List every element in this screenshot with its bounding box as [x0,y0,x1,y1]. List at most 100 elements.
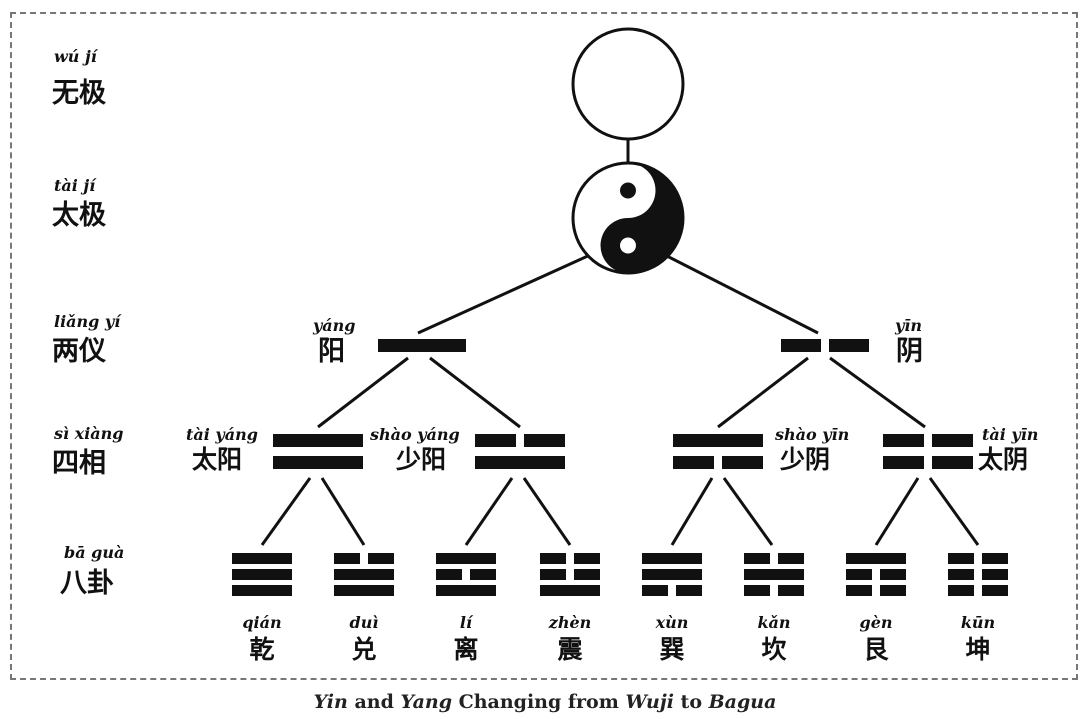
connector-shaoyin-xun [670,477,714,546]
connector-taiji-yang [417,253,591,335]
level-label-hanzi: 八卦 [60,568,114,599]
yang-line [642,569,702,580]
sixiang-labels: tài yáng 太阳 shào yáng 少阳 shào yīn 少阴 tài… [186,425,1038,474]
yin-line-segment [778,585,804,596]
trigram-pinyin: gèn [860,613,893,632]
yin-line-segment [475,434,516,447]
yang-line [273,456,363,469]
level-label-hanzi: 太极 [52,200,106,231]
yin-line-segment [368,553,394,564]
caption-yang: Yang [400,691,452,713]
shaoyang-pinyin: shào yáng [369,425,460,444]
shaoyang-hanzi: 少阳 [395,445,446,474]
shaoyin-hanzi: 少阴 [779,445,830,474]
bagua-labels: qián 乾 duì 兑 lí 离 zhèn 震 xùn 巽 kǎn 坎 gèn… [242,613,995,664]
level-labels: wú jí 无极 tài jí 太极 liǎng yí 两仪 sì xiàng … [52,47,124,599]
yin-line-segment [781,339,821,352]
yin-line-segment [673,456,714,469]
caption-to: to [673,691,709,713]
trigram-symbol [334,553,394,596]
yin-line-segment [948,585,974,596]
caption-wuji: Wuji [625,691,674,713]
yang-line [232,585,292,596]
trigram-symbol [846,553,906,596]
yin-line-segment [880,585,906,596]
taiyin-hanzi: 太阴 [978,445,1028,474]
connector-taiyin-gen [874,477,920,546]
trigram-symbol [232,553,292,596]
yang-line [846,553,906,564]
yin-line-segment [948,553,974,564]
sixiang-symbol [273,434,363,469]
taiyang-hanzi: 太阳 [192,445,242,474]
connector-taiyang-qian [260,477,312,546]
connector-lines [260,123,980,546]
yang-line [273,434,363,447]
sixiang-symbol [475,434,565,469]
diagram-frame [10,12,1078,680]
connector-yang-shaoyang [429,356,521,429]
level-label-pinyin: sì xiàng [53,424,123,443]
yin-line-segment [982,569,1008,580]
trigram-hanzi: 乾 [249,635,274,664]
shaoyin-pinyin: shào yīn [774,425,849,444]
connector-shaoyin-kan [722,477,774,546]
yin-line-segment [574,553,600,564]
trigram-pinyin: zhèn [548,613,592,632]
caption-and: and [347,691,401,713]
yang-line [642,553,702,564]
connector-taiyin-kun [928,477,980,546]
level-label-pinyin: tài jí [54,176,97,195]
yao-symbols [232,339,1008,596]
connector-shaoyang-li [464,477,514,546]
figure-caption: Yin and Yang Changing from Wuji to Bagua [0,691,1090,713]
trigram-pinyin: kǎn [757,613,790,632]
yang-line [744,569,804,580]
caption-yin: Yin [313,691,348,713]
yang-line [232,569,292,580]
yang-line [334,569,394,580]
yin-line-segment [948,569,974,580]
level-label-pinyin: liǎng yí [54,312,122,331]
yin-line-segment [883,434,924,447]
level-label-hanzi: 无极 [52,78,106,109]
yin-line-segment [883,456,924,469]
yin-line-segment [334,553,360,564]
yang-line [232,553,292,564]
trigram-hanzi: 坎 [761,635,786,664]
yin-line-segment [540,569,566,580]
yang-hanzi: 阳 [318,336,345,367]
yin-line-segment [932,434,973,447]
yin-line-segment [722,456,763,469]
level-label-pinyin: bā guà [64,543,124,562]
trigram-pinyin: qián [242,613,281,632]
taiyang-pinyin: tài yáng [186,425,258,444]
yin-line-segment [470,569,496,580]
taiji-yinyang-symbol [571,161,685,275]
liangyi-labels: yáng 阳 yīn 阴 [312,316,923,367]
liangyi-symbol [781,339,869,352]
yin-line-segment [982,553,1008,564]
connector-shaoyang-zhen [522,477,572,546]
level-label-pinyin: wú jí [54,47,99,66]
caption-changing: Changing from [451,691,626,713]
trigram-pinyin: lí [460,613,474,632]
connector-yang-taiyang [317,356,409,429]
yang-line [378,339,466,352]
trigram-hanzi: 震 [557,635,583,664]
trigram-symbol [948,553,1008,596]
level-label-hanzi: 四相 [52,448,106,479]
yang-line [673,434,763,447]
yin-line-segment [846,585,872,596]
yin-line-segment [846,569,872,580]
yang-line [436,585,496,596]
yin-line-segment [540,553,566,564]
trigram-pinyin: xùn [655,613,689,632]
taiyin-pinyin: tài yīn [982,425,1038,444]
yin-line-segment [778,553,804,564]
yin-pinyin: yīn [894,316,922,335]
trigram-symbol [642,553,702,596]
yang-line [436,553,496,564]
